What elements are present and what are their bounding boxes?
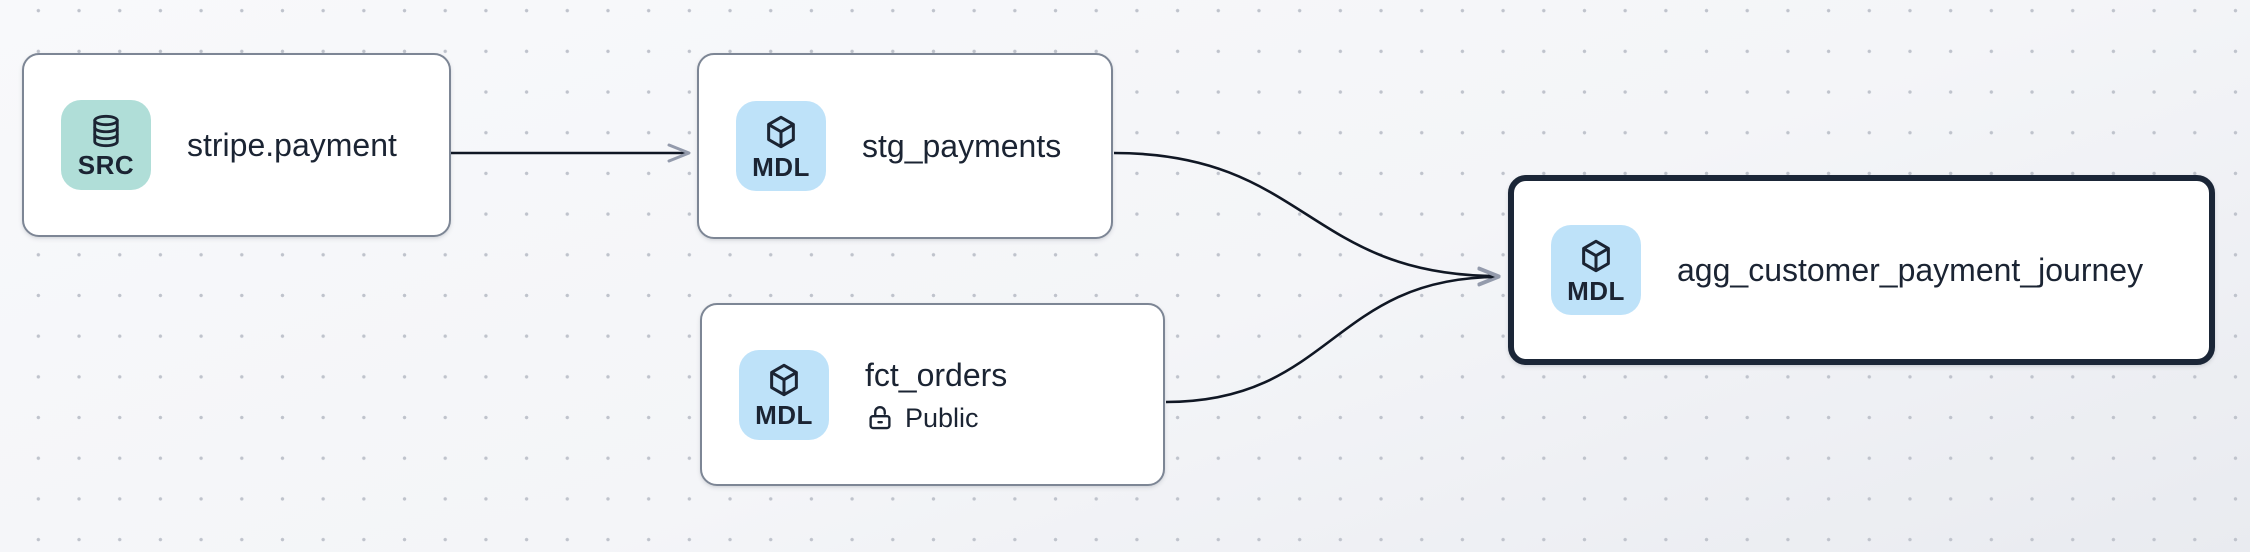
cube-icon bbox=[767, 115, 795, 148]
badge-label: MDL bbox=[755, 400, 813, 430]
access-level-label: Public bbox=[905, 402, 979, 433]
badge-label: MDL bbox=[752, 151, 810, 182]
cube-icon bbox=[770, 363, 798, 397]
badge-label: SRC bbox=[77, 149, 135, 180]
source-type-badge: SRC bbox=[61, 100, 151, 190]
model-type-badge: MDL bbox=[736, 101, 826, 191]
lineage-node-agg-customer-payment-journey[interactable]: MDL agg_customer_payment_journey bbox=[1508, 175, 2215, 365]
model-type-badge: MDL bbox=[1551, 225, 1641, 315]
model-type-badge: MDL bbox=[739, 349, 829, 440]
node-title: stg_payments bbox=[862, 128, 1062, 164]
edge-fct-orders-to-agg-customer-payment-journey[interactable] bbox=[1165, 267, 1501, 404]
lineage-node-fct-orders[interactable]: MDL fct_orders Public bbox=[700, 303, 1165, 486]
lineage-node-stg-payments[interactable]: MDL stg_payments bbox=[697, 53, 1113, 239]
edge-stg-payments-to-agg-customer-payment-journey[interactable] bbox=[1113, 151, 1501, 286]
lock-open-icon bbox=[869, 405, 891, 429]
database-icon bbox=[93, 114, 119, 147]
node-title: fct_orders bbox=[865, 356, 1008, 393]
node-title: agg_customer_payment_journey bbox=[1677, 252, 2144, 288]
lineage-node-stripe-payment[interactable]: SRC stripe.payment bbox=[22, 53, 451, 237]
cube-icon bbox=[1582, 239, 1610, 272]
node-title: stripe.payment bbox=[187, 127, 397, 163]
badge-label: MDL bbox=[1567, 275, 1625, 306]
access-level-row: Public bbox=[865, 398, 1007, 438]
